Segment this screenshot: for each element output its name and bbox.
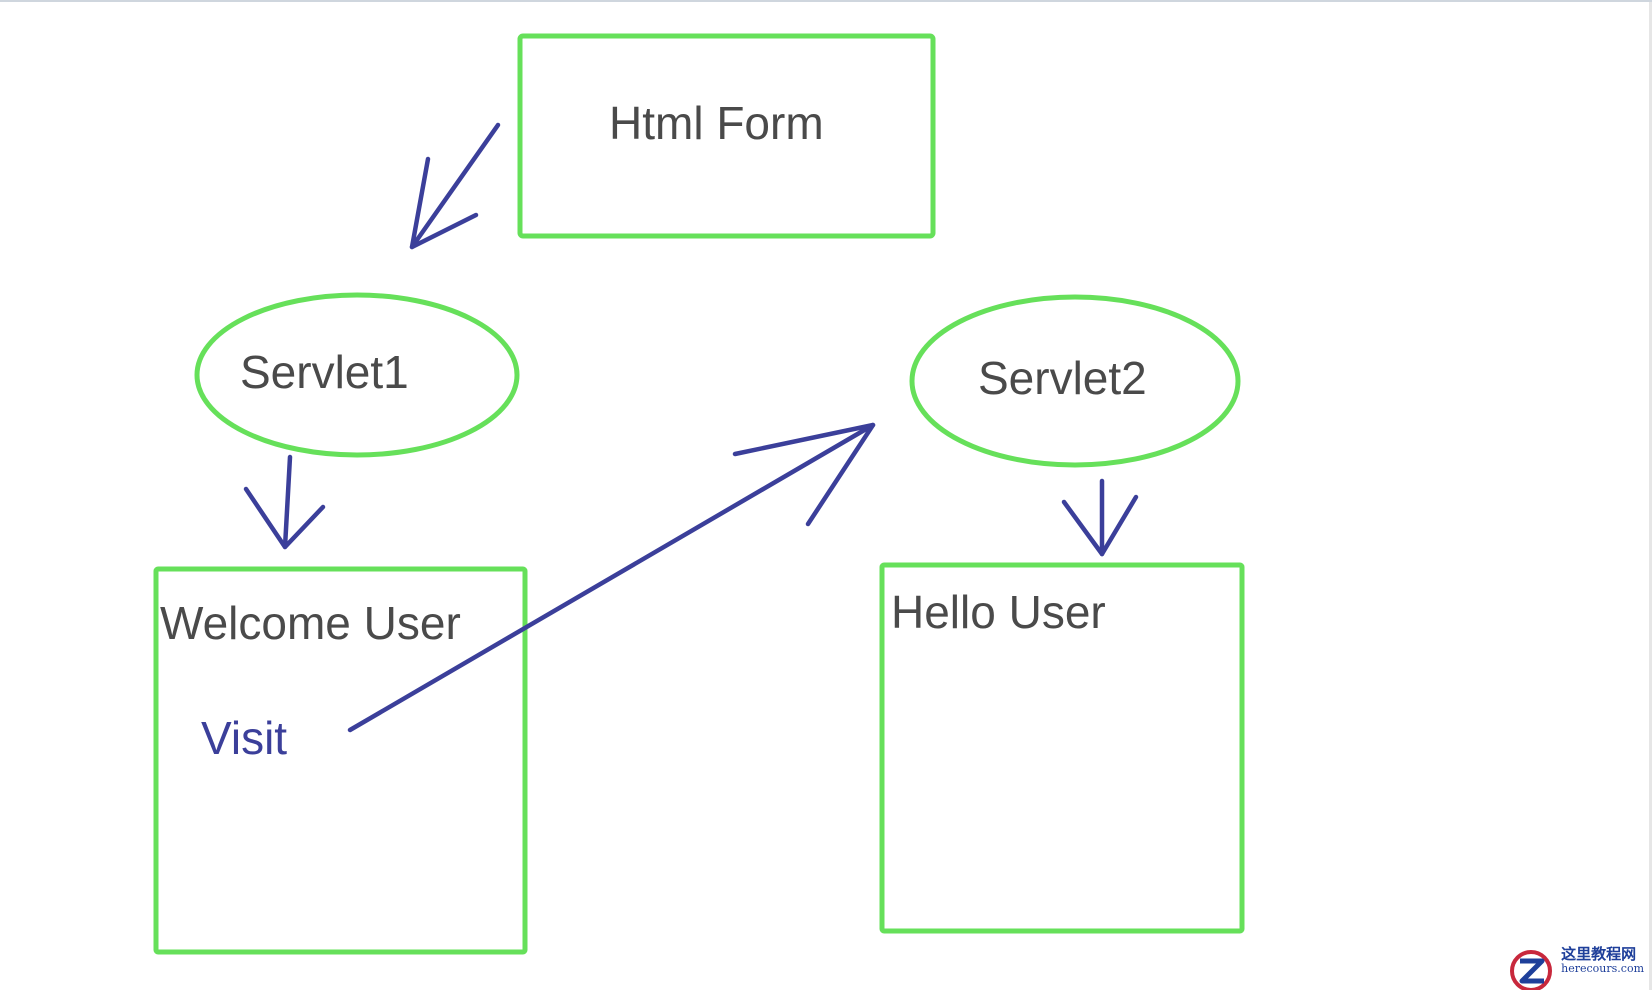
- watermark-domain: herecours.com: [1561, 962, 1644, 976]
- zz-logo-icon: [1510, 950, 1552, 990]
- servlet2-ellipse: [909, 294, 1241, 468]
- servlet1-ellipse: [194, 292, 520, 458]
- servlet1-label: Servlet1: [240, 346, 409, 398]
- hello-user-label: Hello User: [891, 586, 1106, 638]
- arrow-servlet1-to-welcome: [243, 454, 326, 550]
- arrow-servlet2-to-hello: [1061, 478, 1139, 557]
- welcome-user-box: [153, 566, 528, 955]
- html-form-box: [517, 33, 936, 239]
- hello-user-box: [879, 562, 1245, 934]
- welcome-user-label: Welcome User: [160, 597, 461, 649]
- visit-link[interactable]: Visit: [201, 712, 288, 764]
- servlet2-label: Servlet2: [978, 352, 1147, 404]
- watermark-logo-space: [1505, 938, 1557, 984]
- watermark-text: 这里教程网 herecours.com: [1561, 945, 1644, 976]
- watermark-site-name: 这里教程网: [1561, 945, 1637, 964]
- right-edge-border: [1649, 2, 1652, 990]
- arrow-form-to-servlet1: [409, 122, 501, 250]
- arrow-visit-to-servlet2: [347, 422, 876, 733]
- html-form-label: Html Form: [609, 97, 824, 149]
- watermark: 这里教程网 herecours.com: [1505, 938, 1644, 984]
